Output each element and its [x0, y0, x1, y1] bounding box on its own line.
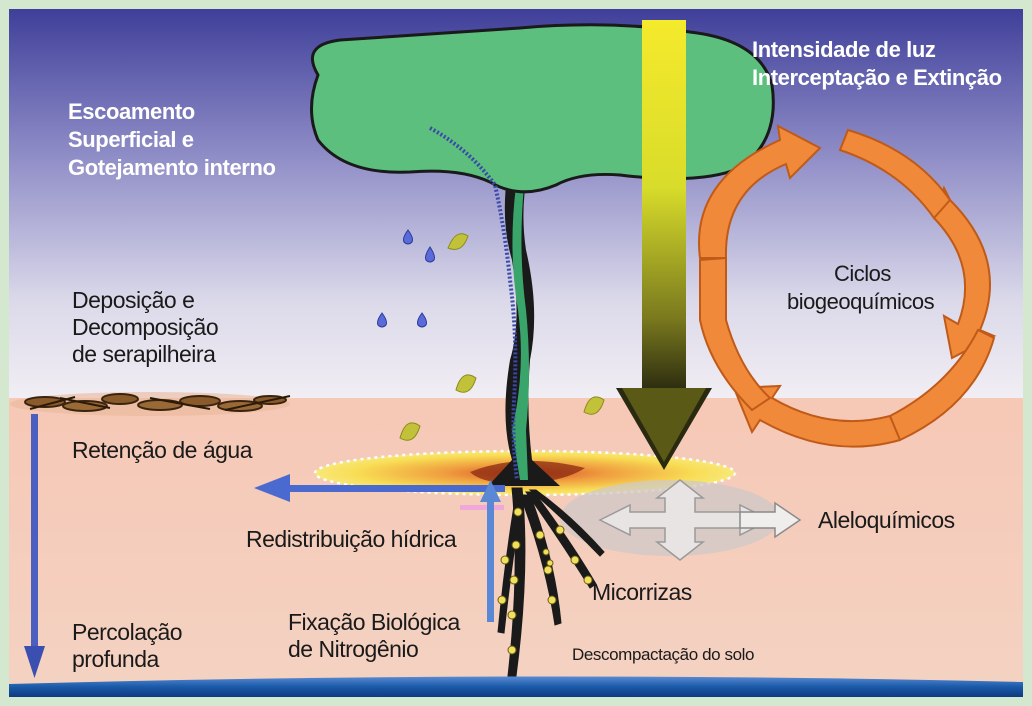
water-droplets [377, 229, 435, 328]
litter-layer [10, 392, 291, 416]
label-deposicao: Deposição e [72, 287, 195, 313]
water-table [9, 676, 1023, 697]
label-redistribuicao-hidrica: Redistribuição hídrica [246, 526, 457, 552]
root-nodules [497, 507, 593, 655]
sap-flow [512, 186, 529, 480]
light-arrow [616, 20, 712, 470]
biogeochemical-cycle-arrows [698, 124, 997, 448]
label-fixacao-biologica: Fixação Biológica [288, 609, 460, 635]
label-interceptacao-extincao: Interceptação e Extinção [752, 65, 1002, 90]
stemflow-line [429, 126, 519, 481]
label-micorrizas: Micorrizas [592, 579, 692, 605]
label-retencao-de-agua: Retenção de água [72, 437, 253, 463]
label-serapilheira: de serapilheira [72, 341, 216, 367]
falling-leaves [399, 233, 605, 441]
label-escoamento: Escoamento [68, 99, 195, 124]
tree-canopy [310, 23, 775, 194]
redistribution-arrows [254, 474, 505, 622]
label-descompactacao-do-solo: Descompactação do solo [572, 645, 755, 664]
label-profunda: profunda [72, 646, 159, 672]
label-superficial: Superficial e [68, 127, 194, 152]
label-de-nitrogenio: de Nitrogênio [288, 636, 419, 662]
aleloquimicos-arrow [739, 501, 802, 539]
label-ciclos: Ciclos [834, 261, 891, 286]
label-intensidade-de-luz: Intensidade de luz [752, 37, 936, 62]
label-decomposicao: Decomposição [72, 314, 219, 340]
label-gotejamento: Gotejamento interno [68, 155, 276, 180]
label-percolacao: Percolação [72, 619, 183, 645]
label-biogeoquimicos: biogeoquímicos [787, 289, 935, 314]
label-aleloquimicos: Aleloquímicos [818, 507, 955, 533]
percolation-arrow [24, 414, 45, 678]
